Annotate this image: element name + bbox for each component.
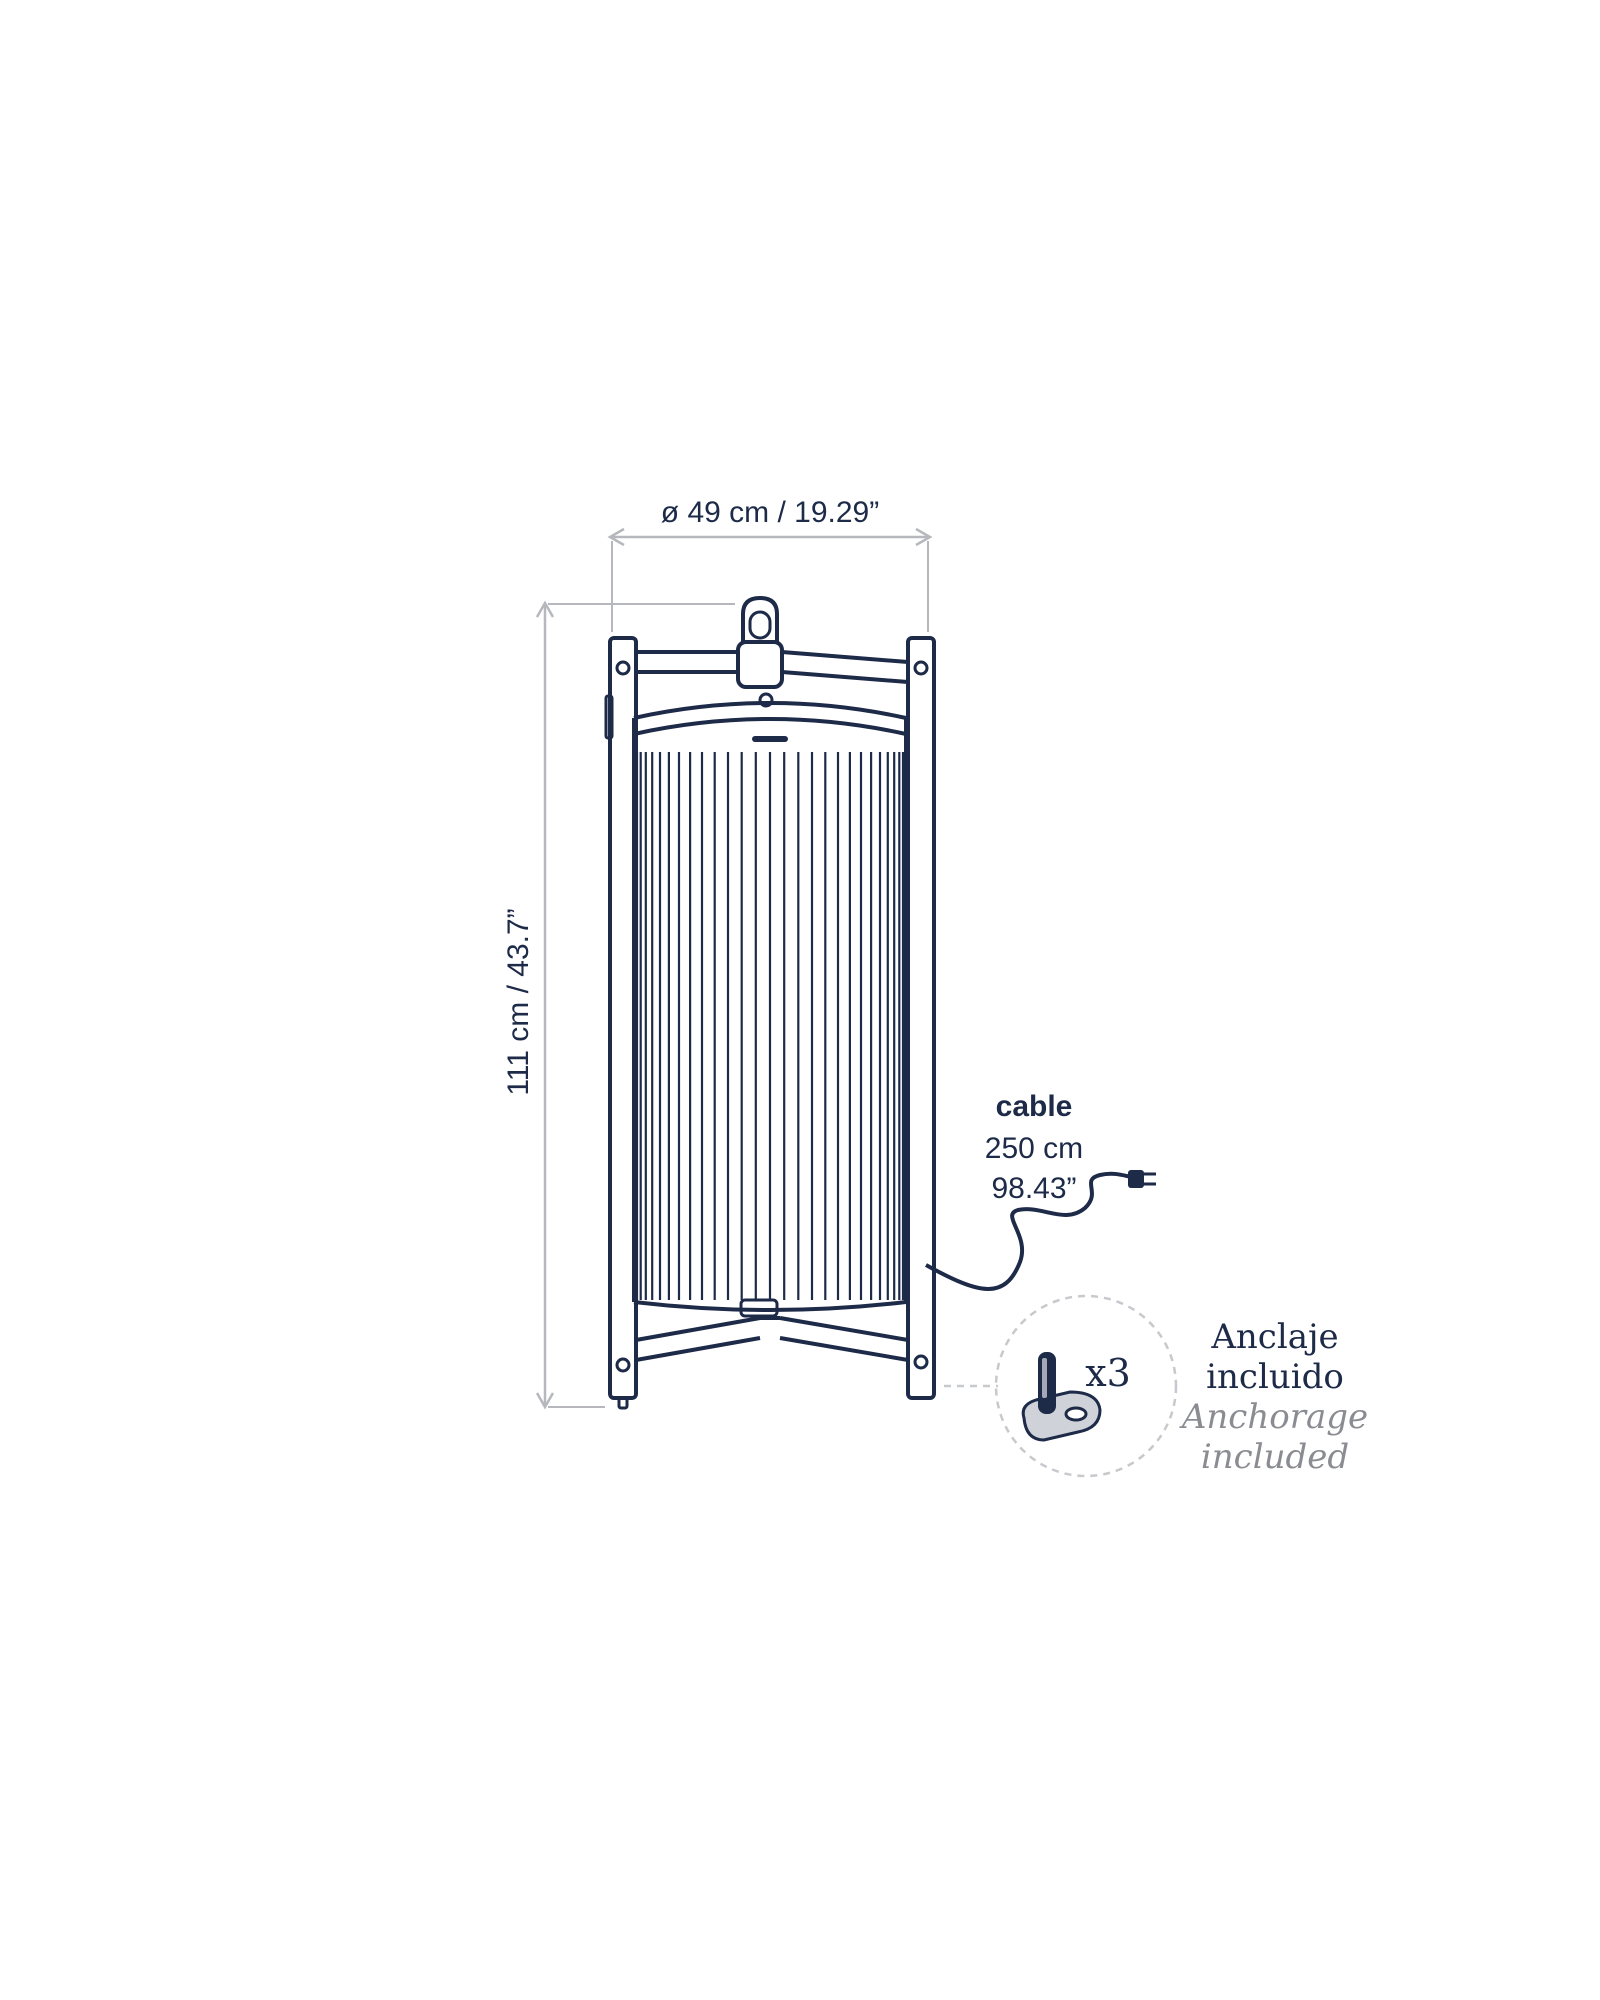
- anchorage-label-es-2: incluido: [1206, 1357, 1344, 1397]
- height-label: 111 cm / 43.7”: [502, 908, 535, 1095]
- lamp-illustration: [604, 595, 936, 1410]
- anchorage-label-en-2: included: [1201, 1437, 1349, 1477]
- anchorage-badge: x3: [944, 1294, 1178, 1478]
- plug-icon: [1128, 1170, 1144, 1188]
- cylinder-flutes: [633, 752, 907, 1300]
- anchor-bolt-icon: [1021, 1352, 1102, 1442]
- cable-length-in: 98.43”: [991, 1172, 1076, 1205]
- cable-title: cable: [996, 1090, 1073, 1123]
- width-dimension: ø 49 cm / 19.29”: [607, 496, 933, 632]
- anchorage-label-en-1: Anchorage: [1179, 1397, 1368, 1437]
- anchorage-quantity: x3: [1085, 1351, 1131, 1395]
- height-dimension: 111 cm / 43.7”: [502, 600, 735, 1410]
- width-label: ø 49 cm / 19.29”: [661, 496, 879, 529]
- cable-length-cm: 250 cm: [985, 1132, 1083, 1165]
- anchorage-label-es-1: Anclaje: [1210, 1317, 1338, 1357]
- cable-illustration: [925, 1170, 1156, 1291]
